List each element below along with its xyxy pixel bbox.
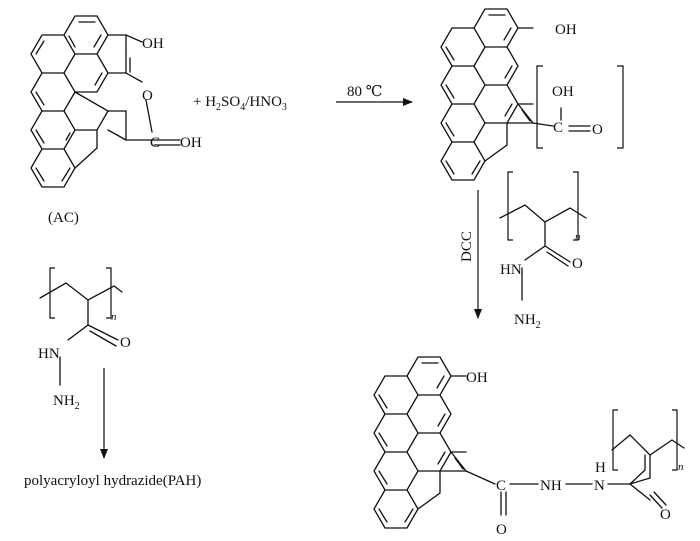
reagent-label: + H2SO4/HNO3: [193, 94, 287, 113]
pah-fragment-reagent: [499, 171, 587, 301]
product-oh-label: OH: [466, 370, 488, 386]
carboxyl-carbon-label: C: [553, 120, 563, 136]
product-carbon-label: C: [496, 478, 506, 494]
pah-repeat-n: n: [111, 311, 117, 323]
product-amide-oxygen-label: O: [660, 507, 671, 523]
product-h-label: H: [595, 460, 606, 476]
temperature-condition: 80 ℃: [347, 84, 383, 100]
product-repeat-n: n: [678, 461, 684, 473]
pah-name-label: polyacryloyl hydrazide(PAH): [24, 473, 201, 489]
final-product: [373, 356, 685, 529]
reagent-nh2-label: NH2: [514, 312, 541, 331]
pah-molecule: [39, 267, 123, 386]
reagent-hn-label: HN: [500, 262, 522, 278]
ac-ring-oxygen-label: O: [142, 88, 153, 104]
ac-carbon-label: C: [150, 135, 160, 151]
dcc-condition: DCC: [459, 231, 475, 262]
pah-oxygen-label: O: [120, 335, 131, 351]
pah-nh2-label: NH2: [53, 393, 80, 412]
carboxyl-bracket-left: [536, 65, 543, 149]
product-oxygen-label: O: [496, 522, 507, 538]
reagent-oxygen-label: O: [572, 256, 583, 272]
product-nh-label: NH: [540, 478, 562, 494]
carboxyl-bracket-right: [617, 65, 624, 149]
ac-label: (AC): [48, 210, 79, 226]
reagent-repeat-n: n: [575, 231, 581, 243]
molecule-ac: [30, 15, 181, 188]
pah-hn-label: HN: [38, 346, 60, 362]
molecule-oxidized-ac: [440, 8, 591, 181]
oxidized-oh-label: OH: [555, 22, 577, 38]
carboxyl-oxygen-label: O: [592, 122, 603, 138]
ac-carbonyl-oh-label: OH: [180, 135, 202, 151]
ac-oh-label: OH: [142, 36, 164, 52]
carboxyl-oh-label: OH: [552, 84, 574, 100]
product-n-label: N: [594, 478, 605, 494]
